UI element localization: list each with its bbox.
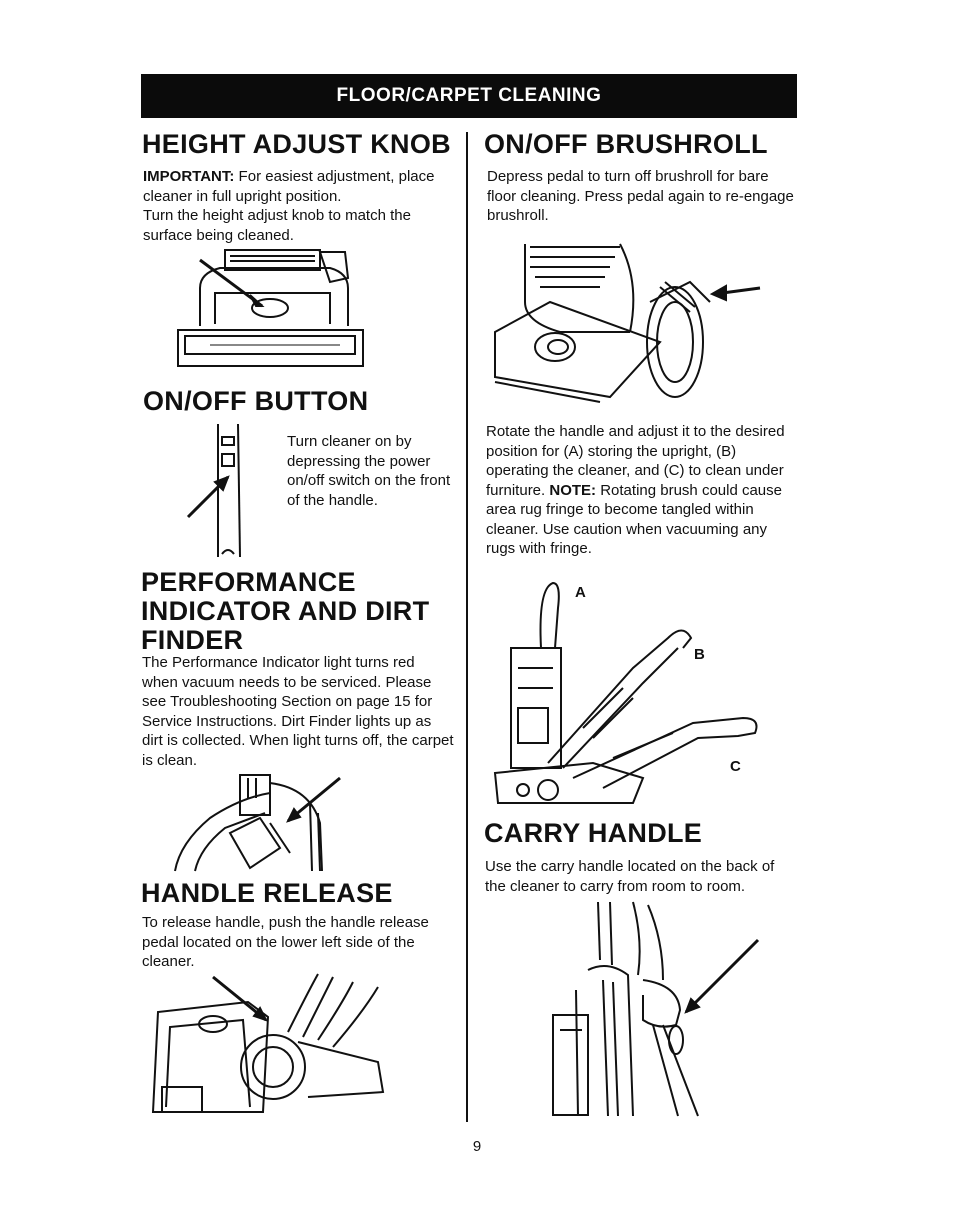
onoff-switch-illustration — [180, 422, 260, 557]
brushroll-text: Depress pedal to turn off brushroll for … — [487, 168, 794, 224]
note-label: NOTE: — [549, 481, 597, 499]
important-label: IMPORTANT: — [143, 168, 235, 185]
height-adjust-heading: HEIGHT ADJUST KNOB — [142, 129, 451, 159]
column-divider — [466, 132, 468, 1122]
performance-text: The Performance Indicator light turns re… — [142, 654, 454, 769]
handle-release-text: To release handle, push the handle relea… — [142, 914, 429, 970]
carry-handle-heading: CARRY HANDLE — [484, 818, 703, 848]
label-b: B — [694, 646, 705, 663]
onoff-button-text: Turn cleaner on by depressing the power … — [287, 433, 451, 509]
handle-release-illustration — [148, 972, 388, 1117]
performance-heading-line2: INDICATOR AND DIRT — [141, 596, 430, 626]
height-adjust-important: IMPORTANT: For easiest adjustment, place… — [143, 167, 448, 206]
rotate-handle-text: Rotate the handle and adjust it to the d… — [486, 422, 798, 559]
rotate-text-2: Rotating brush could cause area rug frin… — [486, 481, 782, 558]
onoff-button-heading: ON/OFF BUTTON — [143, 386, 369, 416]
carry-handle-text: Use the carry handle located on the back… — [485, 858, 775, 895]
performance-heading-line3: FINDER — [141, 625, 244, 655]
height-adjust-knob-illustration — [170, 248, 370, 373]
important-text: For easiest adjustment, place cleaner in… — [143, 168, 435, 205]
label-a: A — [575, 584, 586, 601]
label-c: C — [730, 758, 741, 775]
height-adjust-text: Turn the height adjust knob to match the… — [143, 207, 411, 244]
page-number: 9 — [472, 1138, 482, 1155]
carry-handle-illustration — [548, 900, 763, 1118]
handle-release-heading: HANDLE RELEASE — [141, 878, 393, 908]
rotate-text-1: Rotate the handle and adjust it to the d… — [486, 423, 785, 499]
performance-indicator-illustration — [170, 773, 345, 873]
performance-heading-line1: PERFORMANCE — [141, 567, 356, 597]
handle-positions-illustration — [493, 578, 773, 808]
brushroll-heading: ON/OFF BRUSHROLL — [484, 129, 768, 159]
section-banner: FLOOR/CARPET CLEANING — [141, 74, 797, 118]
brushroll-pedal-illustration — [490, 242, 765, 404]
